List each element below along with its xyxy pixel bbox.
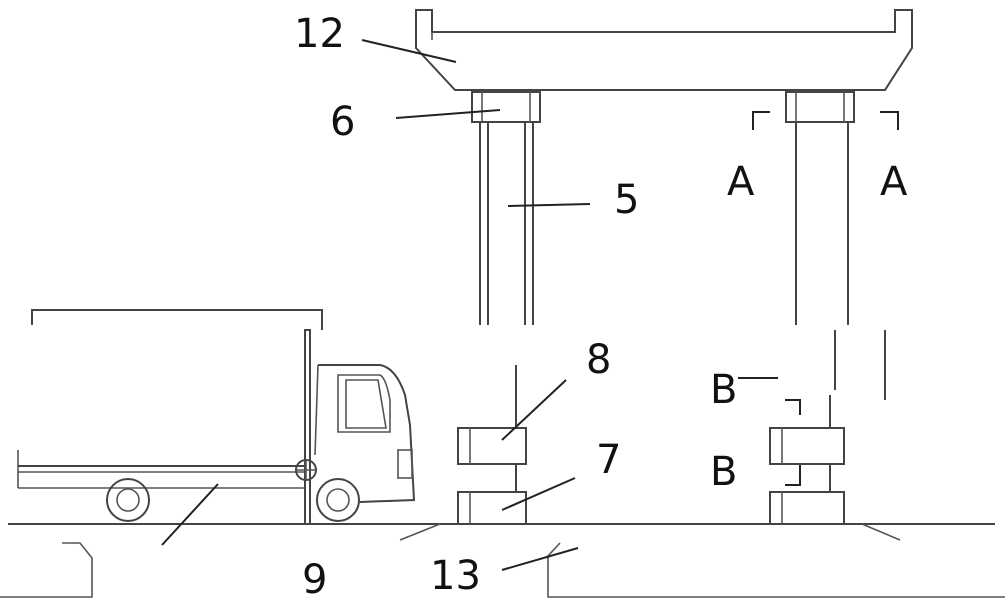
section-label-a-right: A xyxy=(880,159,908,205)
label-13: 13 xyxy=(430,553,481,599)
right-collars xyxy=(769,427,845,525)
label-7: 7 xyxy=(596,437,622,483)
leader-lines xyxy=(161,39,591,571)
cap-beam xyxy=(415,9,913,91)
label-6: 6 xyxy=(330,99,356,145)
section-marks-b xyxy=(738,377,801,486)
label-9: 9 xyxy=(302,557,328,603)
bearing-pads xyxy=(471,91,855,123)
ground xyxy=(0,523,1005,598)
section-label-a-left: A xyxy=(727,159,755,205)
label-5: 5 xyxy=(614,177,640,223)
section-label-b-bottom: B xyxy=(710,449,738,495)
label-12: 12 xyxy=(294,11,345,57)
section-label-b-top: B xyxy=(710,367,738,413)
left-collars xyxy=(457,427,527,525)
truck xyxy=(17,309,416,525)
section-marks-a xyxy=(752,111,899,130)
label-8: 8 xyxy=(586,337,612,383)
